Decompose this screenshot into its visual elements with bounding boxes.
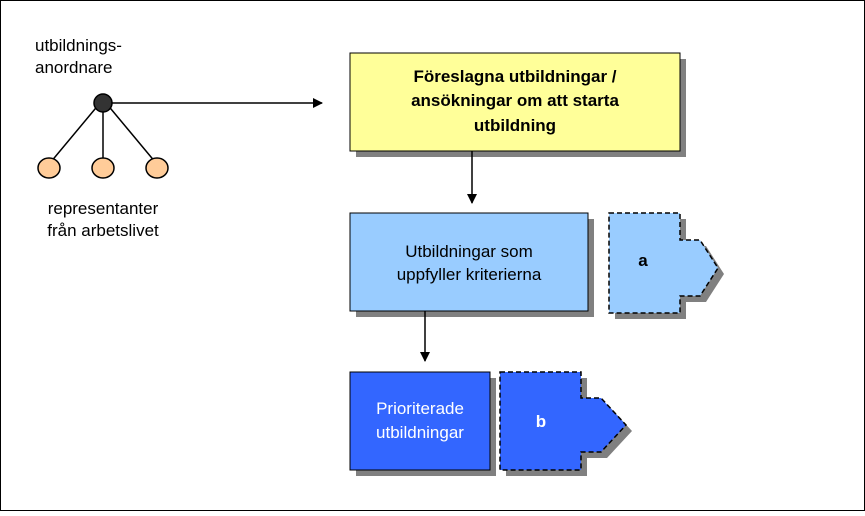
provider-node — [93, 93, 113, 113]
outflow-b-label: b — [536, 412, 546, 431]
criteria-box — [349, 212, 589, 312]
criteria-box-text-line2: uppfyller kriterierna — [397, 265, 542, 284]
prioritized-box — [349, 371, 491, 471]
provider-label: utbildnings- — [35, 36, 122, 55]
outflow-a-shape — [608, 212, 719, 314]
representative-node-right — [145, 157, 169, 179]
link-line-right — [105, 102, 157, 164]
provider-label-second-line: anordnare — [35, 58, 113, 77]
proposed-box-text-line3: utbildning — [474, 116, 556, 135]
prioritized-box-text: Prioriterade — [376, 399, 464, 418]
criteria-box-text: Utbildningar som — [405, 242, 533, 261]
proposed-box-text-line2: ansökningar om att starta — [411, 91, 619, 110]
proposed-box-text: Föreslagna utbildningar / — [413, 67, 616, 86]
proposed-box — [349, 52, 681, 152]
representative-node-left — [37, 157, 61, 179]
representative-node-middle — [91, 157, 115, 179]
outflow-a-label: a — [638, 251, 648, 270]
prioritized-box-text-line2: utbildningar — [376, 423, 464, 442]
outflow-b-shape — [499, 371, 628, 471]
representatives-label-second-line: från arbetslivet — [47, 221, 159, 240]
representatives-label: representanter — [48, 199, 159, 218]
link-line-left — [49, 102, 101, 164]
